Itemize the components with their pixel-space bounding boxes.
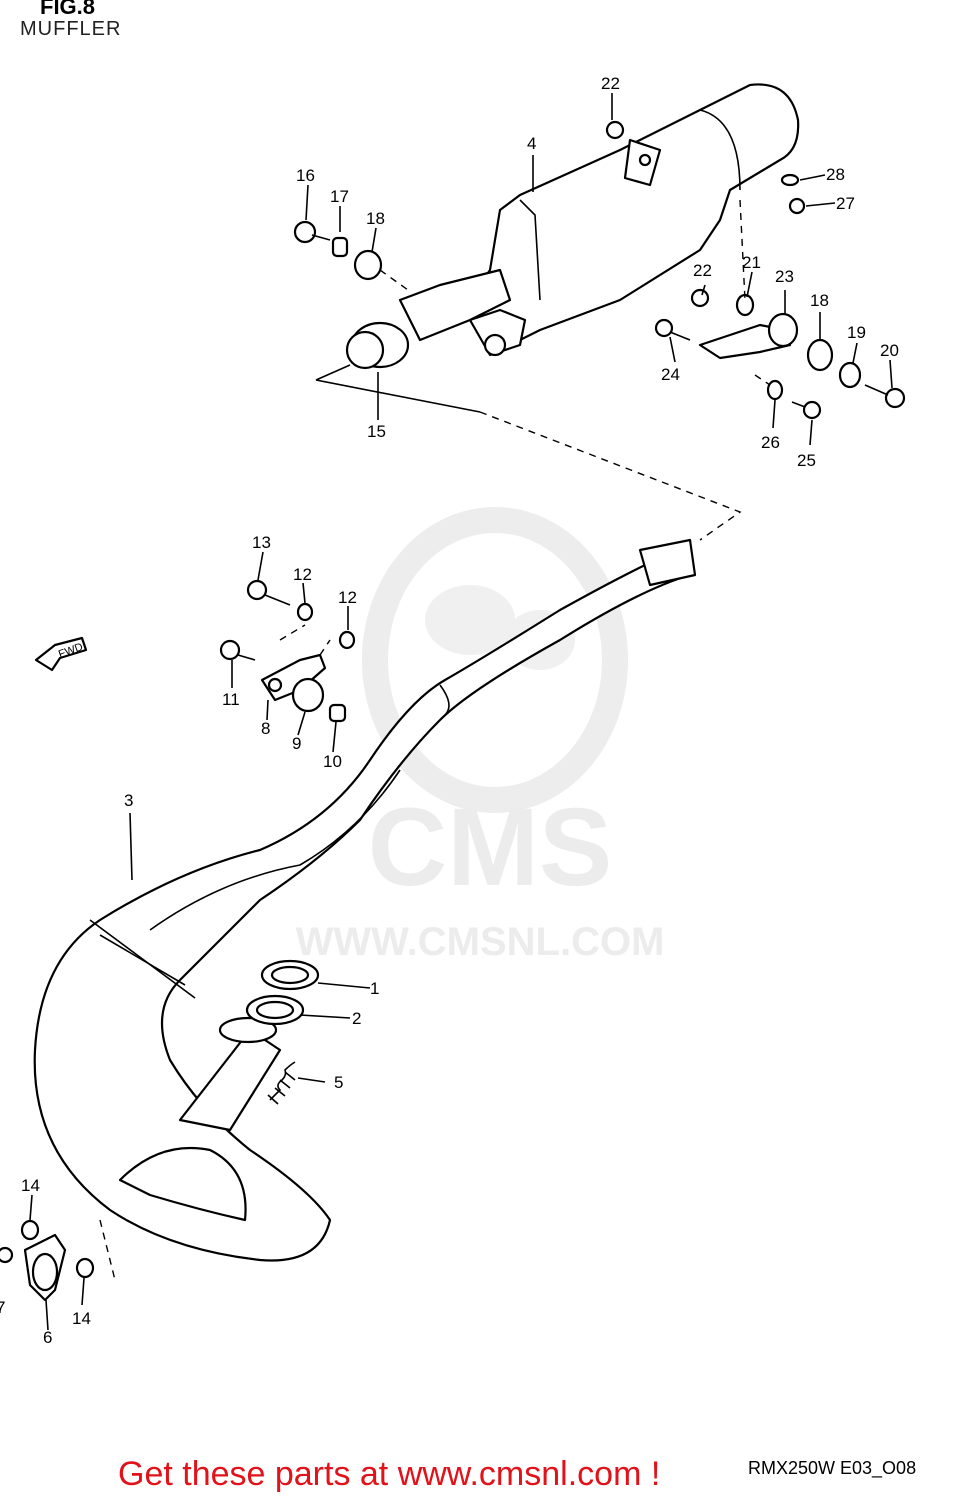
callout-23[interactable]: 23 xyxy=(775,267,794,286)
washer[interactable] xyxy=(766,379,784,401)
callout-16[interactable]: 16 xyxy=(296,166,315,185)
callout-2[interactable]: 2 xyxy=(352,1009,361,1028)
callout-25[interactable]: 25 xyxy=(797,451,816,470)
callout-21[interactable]: 21 xyxy=(742,253,761,272)
watermark: CMS WWW.CMSNL.COM xyxy=(296,507,665,964)
figure-title: FIG.8 xyxy=(40,0,96,19)
watermark-url-text: WWW.CMSNL.COM xyxy=(296,920,665,964)
exhaust-guard-bracket[interactable] xyxy=(23,1233,67,1302)
assembly-line xyxy=(379,269,409,291)
bolt[interactable] xyxy=(654,318,691,341)
chamber-mount-bracket[interactable] xyxy=(260,653,327,702)
leader-lines xyxy=(29,93,893,1331)
guard-washer[interactable] xyxy=(75,1257,95,1279)
chamber-mount-collar[interactable] xyxy=(328,703,347,723)
callout-14[interactable]: 14 xyxy=(21,1176,40,1195)
bolt[interactable] xyxy=(791,400,822,420)
chamber-mount-bolt[interactable] xyxy=(219,639,256,661)
guard-washer[interactable] xyxy=(20,1219,40,1241)
chamber-mount-cushion[interactable] xyxy=(291,677,325,713)
guard-screw[interactable] xyxy=(0,1246,14,1264)
muffler-bracket[interactable] xyxy=(698,312,799,360)
callout-12[interactable]: 12 xyxy=(293,565,312,584)
callout-18[interactable]: 18 xyxy=(366,209,385,228)
callout-22[interactable]: 22 xyxy=(601,74,620,93)
callout-17[interactable]: 17 xyxy=(330,187,349,206)
cushion[interactable] xyxy=(806,338,834,372)
watermark-logo-text: CMS xyxy=(368,786,612,909)
assembly-line xyxy=(279,624,331,656)
fwd-direction-arrow: FWD xyxy=(34,636,88,672)
callout-18[interactable]: 18 xyxy=(810,291,829,310)
exhaust-spring[interactable] xyxy=(267,1061,296,1105)
nut[interactable] xyxy=(605,120,625,140)
callout-22[interactable]: 22 xyxy=(693,261,712,280)
callout-11[interactable]: 11 xyxy=(222,690,240,709)
muffler-collar[interactable] xyxy=(331,236,349,258)
callout-4[interactable]: 4 xyxy=(527,134,536,153)
chamber-mount-bolt-long[interactable] xyxy=(246,579,291,606)
callout-8[interactable]: 8 xyxy=(261,719,270,738)
bolt[interactable] xyxy=(864,384,906,409)
muffler-silencer[interactable] xyxy=(398,83,800,357)
assembly-line xyxy=(739,199,771,386)
muffler-mount-bolt[interactable] xyxy=(293,220,331,244)
callout-5[interactable]: 5 xyxy=(334,1073,343,1092)
diagram-code: RMX250W E03_O08 xyxy=(748,1458,917,1478)
chamber-mount-washer[interactable] xyxy=(296,602,314,622)
callout-10[interactable]: 10 xyxy=(323,752,342,771)
callout-3[interactable]: 3 xyxy=(124,791,133,810)
callout-27[interactable]: 27 xyxy=(836,194,855,213)
callout-7[interactable]: 7 xyxy=(0,1298,5,1317)
callout-19[interactable]: 19 xyxy=(847,323,866,342)
alignment-line xyxy=(315,364,481,413)
callout-6[interactable]: 6 xyxy=(43,1328,52,1347)
callout-14[interactable]: 14 xyxy=(72,1309,91,1328)
callout-24[interactable]: 24 xyxy=(661,365,680,384)
assembly-line xyxy=(99,1219,116,1281)
callout-15[interactable]: 15 xyxy=(367,422,386,441)
callout-13[interactable]: 13 xyxy=(252,533,271,552)
exhaust-expansion-chamber[interactable] xyxy=(33,538,697,1262)
exhaust-gasket-ring[interactable] xyxy=(245,994,305,1026)
washer[interactable] xyxy=(838,361,862,389)
figure-subtitle: MUFFLER xyxy=(20,18,122,40)
muffler-seal-grommet[interactable] xyxy=(345,321,410,370)
nut[interactable] xyxy=(690,288,710,308)
muffler-mount-screw[interactable] xyxy=(788,197,806,215)
exhaust-gasket[interactable] xyxy=(260,959,320,991)
washer[interactable] xyxy=(735,293,755,317)
callout-26[interactable]: 26 xyxy=(761,433,780,452)
callout-28[interactable]: 28 xyxy=(826,165,845,184)
muffler-cushion[interactable] xyxy=(353,249,383,281)
callout-1[interactable]: 1 xyxy=(370,979,379,998)
muffler-mount-washer[interactable] xyxy=(780,173,800,187)
promo-link[interactable]: Get these parts at www.cmsnl.com ! xyxy=(118,1455,661,1493)
chamber-mount-washer[interactable] xyxy=(338,630,356,650)
callout-12[interactable]: 12 xyxy=(338,588,357,607)
callout-9[interactable]: 9 xyxy=(292,734,301,753)
callout-20[interactable]: 20 xyxy=(880,341,899,360)
alignment-line xyxy=(479,411,742,541)
